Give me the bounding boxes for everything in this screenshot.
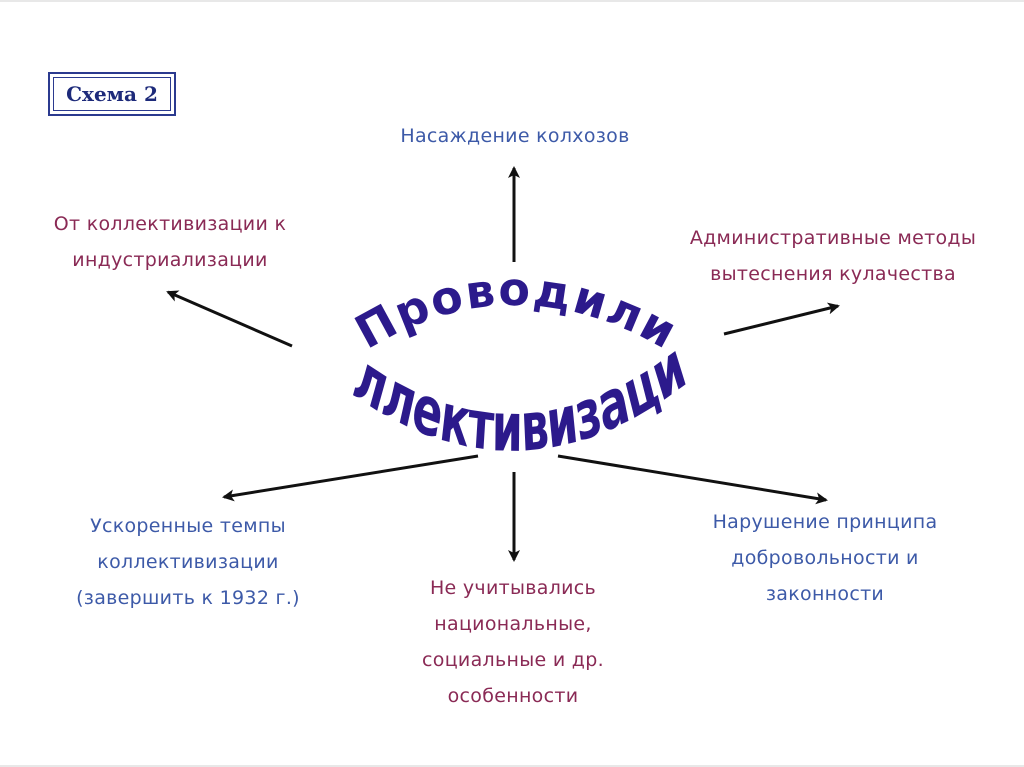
node-bottom-line-2: национальные,: [434, 613, 592, 635]
node-bottom-left-line-3: (завершить к 1932 г.): [76, 587, 300, 609]
node-top-left-line-2: индустриализации: [72, 249, 268, 271]
node-bottom: Не учитывались национальные, социальные …: [382, 570, 644, 714]
node-bottom-right: Нарушение принципа добровольности и зако…: [690, 504, 960, 612]
arrow-bottom-right: [557, 454, 828, 505]
arrow-top-right: [723, 302, 840, 336]
node-bottom-left-line-2: коллективизации: [97, 551, 279, 573]
node-top-right-line-1: Административные методы: [689, 227, 977, 249]
node-top-left: От коллективизации к индустриализации: [20, 206, 320, 278]
node-top-right: Административные методы вытеснения кулач…: [656, 220, 1010, 292]
node-top-line: Насаждение колхозов: [400, 125, 630, 147]
node-bottom-right-line-3: законности: [765, 583, 885, 605]
node-bottom-left: Ускоренные темпы коллективизации (заверш…: [48, 508, 328, 616]
schema-label: Схема 2: [53, 77, 171, 111]
node-bottom-right-line-2: добровольности и: [731, 547, 919, 569]
node-bottom-line-3: социальные и др.: [422, 649, 604, 671]
node-top: Насаждение колхозов: [330, 118, 700, 154]
node-bottom-right-line-1: Нарушение принципа: [712, 511, 938, 533]
node-top-left-line-1: От коллективизации к: [53, 213, 287, 235]
arrow-bottom-left: [222, 454, 479, 502]
node-bottom-left-line-1: Ускоренные темпы: [90, 515, 286, 537]
node-top-right-line-2: вытеснения кулачества: [710, 263, 956, 285]
center-title-line1: Проводили: [346, 262, 687, 360]
node-bottom-line-4: особенности: [447, 685, 579, 707]
schema-label-box: Схема 2: [48, 72, 176, 116]
arrow-top-left: [166, 290, 293, 348]
node-bottom-line-1: Не учитывались: [429, 577, 597, 599]
